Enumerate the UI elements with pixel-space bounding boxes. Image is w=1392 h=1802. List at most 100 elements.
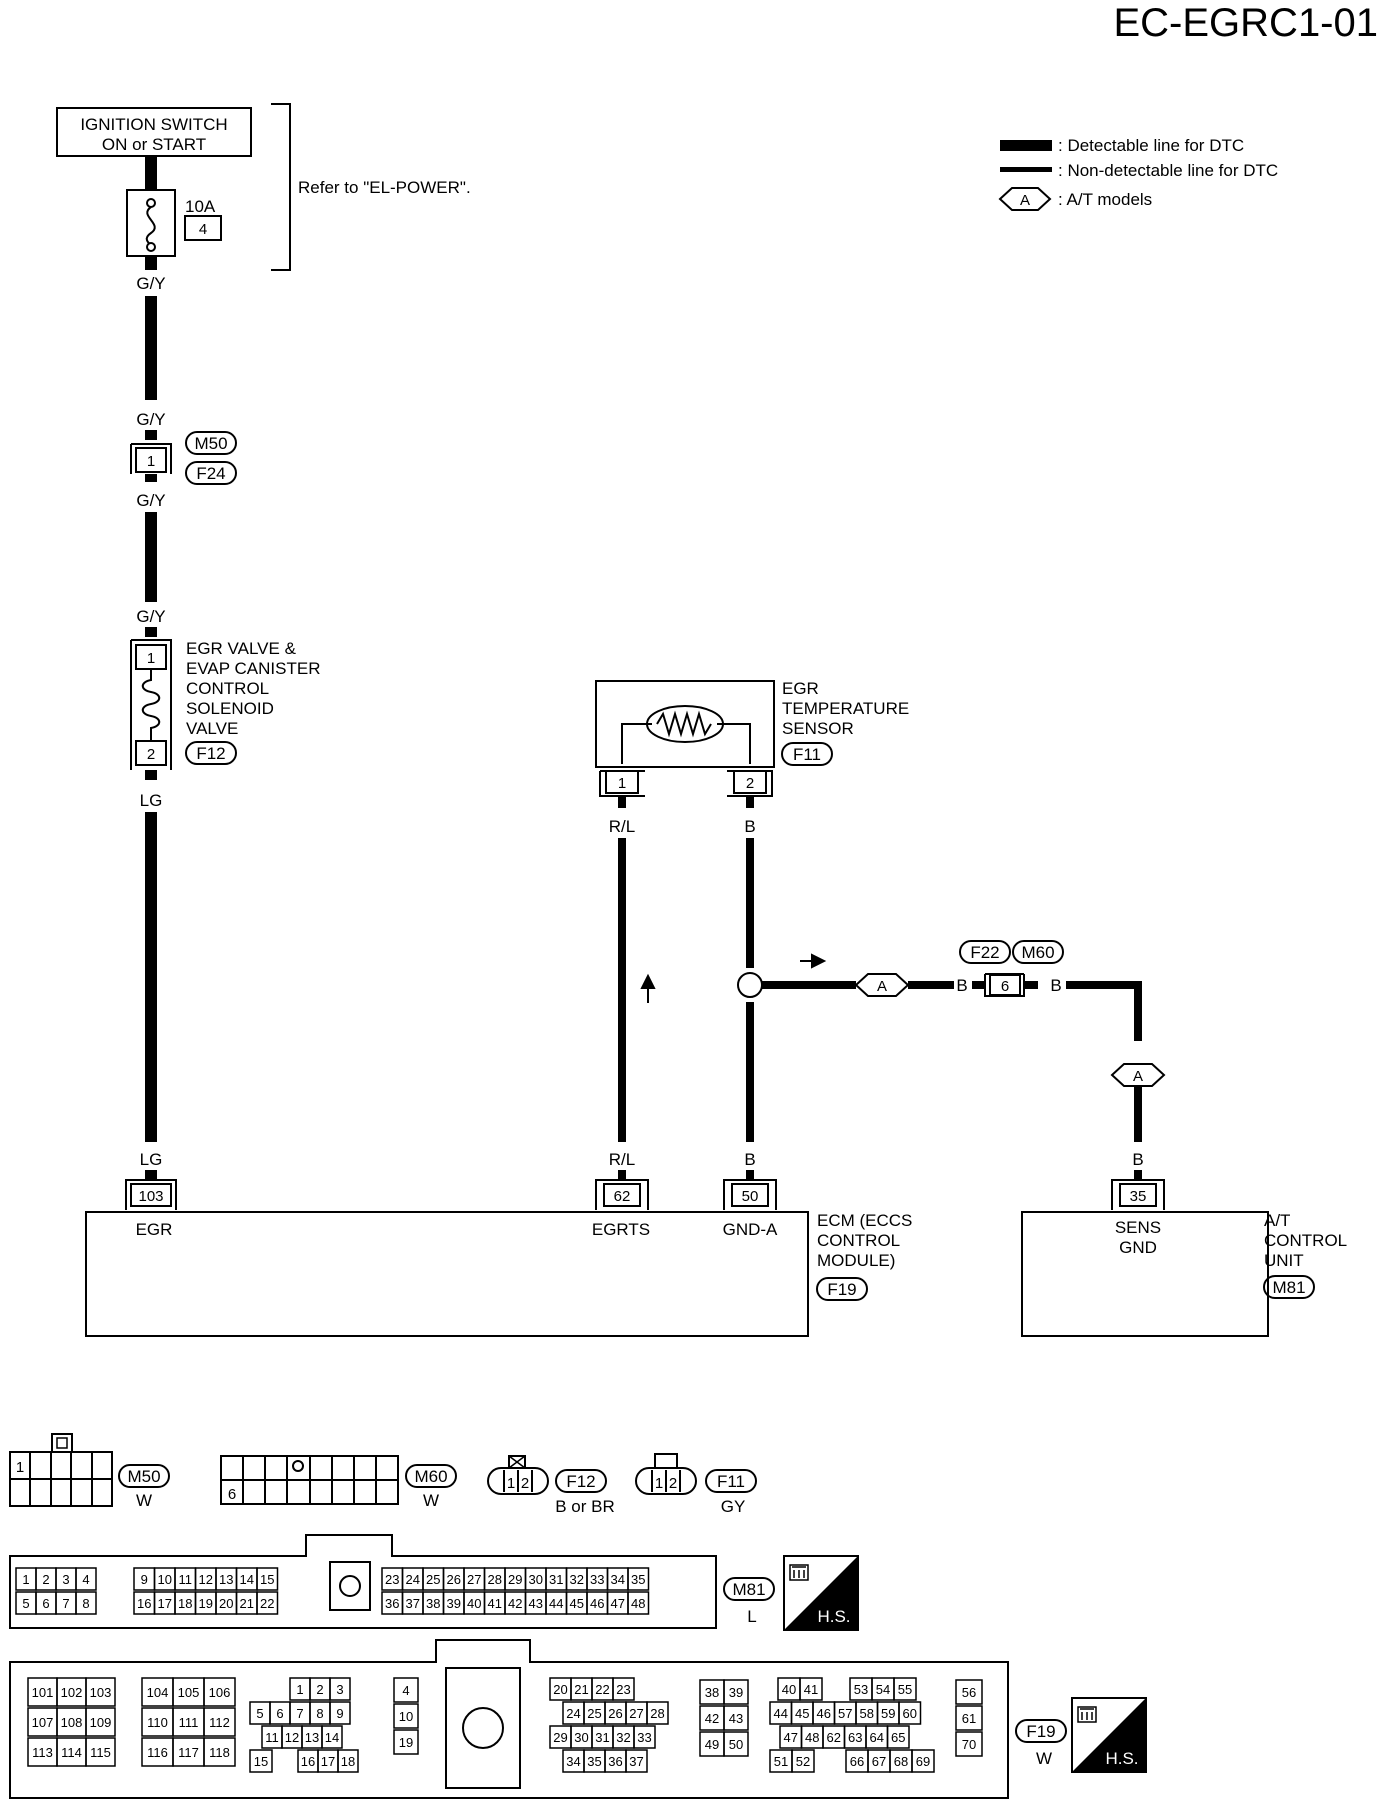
pin-number: 52 — [796, 1754, 810, 1769]
pin-cavity-21: 21 — [235, 1591, 258, 1615]
pin-cavity-box — [321, 1725, 343, 1749]
pin-cavity-52: 52 — [791, 1749, 815, 1773]
pin-number: 4 — [402, 1683, 409, 1698]
pin-number: 48 — [631, 1596, 645, 1611]
wire-label-b-3: B — [956, 976, 967, 995]
wire-label-b-5: B — [1132, 1150, 1143, 1169]
wire-label-rl-2: R/L — [609, 1150, 635, 1169]
pin-cavity-55: 55 — [893, 1677, 917, 1701]
pin-cavity-12: 12 — [194, 1567, 217, 1591]
pin-number: 4 — [82, 1572, 89, 1587]
ecm: 103 EGR 62 EGRTS 50 GND-A ECM (ECCS CONT… — [85, 1179, 912, 1337]
pin-cavity-60: 60 — [898, 1701, 922, 1725]
pin-cavity-6: 6 — [35, 1591, 57, 1615]
ecm-code-badge — [816, 1277, 868, 1301]
joint-code-bottom: F24 — [196, 464, 225, 483]
pin-cavity-103: 103 — [85, 1677, 116, 1707]
pin-cavity-42: 42 — [699, 1705, 725, 1731]
egr-valve-pin-top: 1 — [147, 650, 155, 667]
pin-cavity-7: 7 — [289, 1701, 311, 1725]
pin-cavity-16: 16 — [297, 1749, 319, 1773]
ecm-pin-62-box — [603, 1183, 641, 1207]
m50-lock-inner — [56, 1437, 68, 1449]
pin-cavity-1: 1 — [15, 1567, 37, 1591]
f11-lock-tab — [654, 1453, 678, 1469]
pin-number: 10 — [158, 1572, 172, 1587]
pin-number: 41 — [488, 1596, 502, 1611]
pin-cavity-48: 48 — [627, 1591, 650, 1615]
m81-code: M81 — [732, 1580, 765, 1599]
pin-cavity-box — [203, 1707, 236, 1737]
egr-valve-label-5: VALVE — [186, 719, 238, 738]
pin-cavity-9: 9 — [133, 1567, 156, 1591]
pin-cavity-42: 42 — [504, 1591, 527, 1615]
pin-number: 21 — [240, 1596, 254, 1611]
egr-valve-code-badge — [185, 741, 237, 765]
m81-color: L — [747, 1607, 756, 1626]
pin-number: 114 — [61, 1745, 82, 1760]
pin-cavity-113: 113 — [27, 1737, 58, 1767]
ecm-pin-50-box — [731, 1183, 769, 1207]
pin-cavity-1: 1 — [289, 1677, 311, 1701]
pin-cavity-box — [203, 1737, 236, 1767]
pin-number: 42 — [705, 1711, 719, 1726]
pin-cavity-box — [799, 1677, 823, 1701]
fuse-refer-text: Refer to "EL-POWER". — [298, 178, 471, 197]
pin-cavity-box — [256, 1591, 279, 1615]
pin-cavity-47: 47 — [779, 1725, 803, 1749]
pin-number: 116 — [147, 1745, 168, 1760]
pin-number: 18 — [341, 1754, 355, 1769]
temp-sensor-pin-1: 1 — [618, 775, 626, 792]
resistor-zigzag-icon — [656, 710, 712, 738]
pin-cavity-57: 57 — [833, 1701, 857, 1725]
tcu-label-3: UNIT — [1264, 1251, 1304, 1270]
tcu-code: M81 — [1272, 1278, 1305, 1297]
at-code-left-badge — [959, 940, 1011, 964]
pin-cavity-41: 41 — [799, 1677, 823, 1701]
pin-cavity-box — [955, 1731, 983, 1757]
pin-cavity-66: 66 — [845, 1749, 869, 1773]
m50-color: W — [136, 1491, 152, 1510]
pin-cavity-4: 4 — [75, 1567, 97, 1591]
pin-number: 20 — [219, 1596, 233, 1611]
temp-sensor-code: F11 — [793, 745, 821, 764]
connector-view-m50: 1 M50 W — [9, 1433, 170, 1510]
pin-number: 16 — [301, 1754, 315, 1769]
m81-code-badge — [723, 1577, 775, 1601]
signal-direction-arrow-up-icon — [640, 973, 656, 1003]
joint-code-top-badge — [185, 431, 237, 455]
wire-label-gy-2: G/Y — [136, 410, 165, 429]
pin-number: 111 — [179, 1715, 199, 1730]
gy-wire-stub-3 — [145, 474, 157, 482]
pin-number: 19 — [199, 1596, 213, 1611]
pin-number: 42 — [508, 1596, 522, 1611]
pin-number: 22 — [595, 1682, 609, 1697]
f12-lock-cross — [508, 1455, 526, 1469]
pin-cavity-54: 54 — [871, 1677, 895, 1701]
pin-number: 17 — [158, 1596, 172, 1611]
tcu-pin-35: 35 — [1130, 1188, 1147, 1205]
pin-cavity-20: 20 — [215, 1591, 238, 1615]
pin-cavity-box — [85, 1737, 116, 1767]
pin-number: 50 — [729, 1737, 743, 1752]
pin-number: 12 — [285, 1730, 299, 1745]
egr-valve-code: F12 — [196, 744, 225, 763]
pin-number: 44 — [774, 1706, 788, 1721]
wire-label-lg-2: LG — [140, 1150, 163, 1169]
pin-number: 30 — [574, 1730, 588, 1745]
f19-color: W — [1036, 1749, 1052, 1768]
pin-cavity-65: 65 — [886, 1725, 910, 1749]
pin-cavity-47: 47 — [606, 1591, 629, 1615]
pin-number: 66 — [850, 1754, 864, 1769]
at-hex-2-icon — [1110, 1063, 1166, 1087]
pin-number: 57 — [838, 1706, 852, 1721]
pin-number: 29 — [553, 1730, 567, 1745]
f11-pin-2: 2 — [669, 1475, 677, 1492]
ecm-pin-50: 50 — [742, 1188, 759, 1205]
pin-number: 6 — [276, 1706, 283, 1721]
pin-cavity-19: 19 — [393, 1729, 419, 1755]
pin-number: 64 — [870, 1730, 884, 1745]
pin-number: 31 — [549, 1572, 563, 1587]
pin-cavity-106: 106 — [203, 1677, 236, 1707]
pin-cavity-102: 102 — [56, 1677, 87, 1707]
